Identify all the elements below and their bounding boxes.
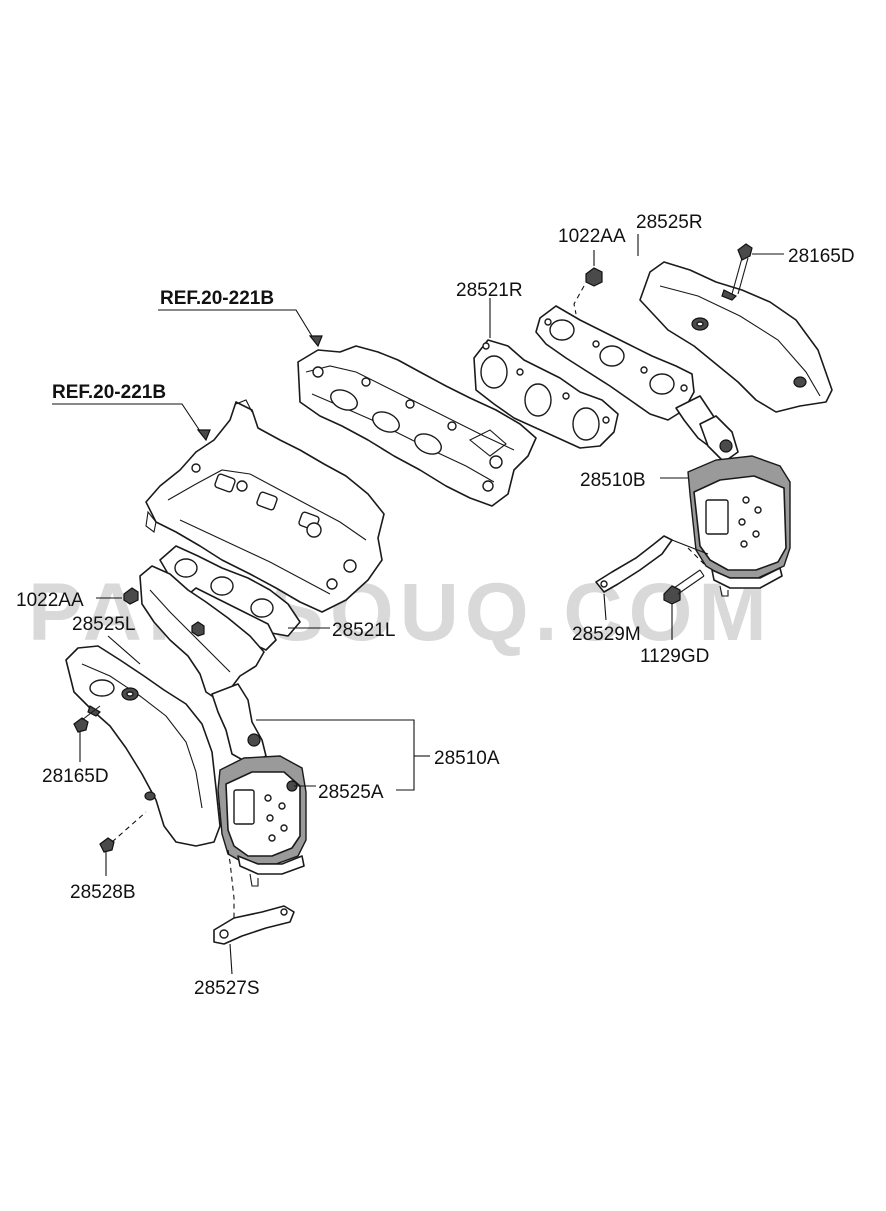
nut-left-1022aa xyxy=(123,587,139,605)
heat-shield-left xyxy=(65,645,221,847)
bolt-left-28165d xyxy=(73,705,101,733)
nut-right-1022aa xyxy=(585,267,603,287)
label-28510b: 28510B xyxy=(580,470,646,491)
label-28521r: 28521R xyxy=(456,280,523,301)
label-1022aa-right: 1022AA xyxy=(558,226,626,247)
ref-label-lower: REF.20-221B xyxy=(52,382,166,403)
label-28165d-right: 28165D xyxy=(788,246,855,267)
cylinder-head-right xyxy=(297,345,537,507)
catalytic-converter-right xyxy=(687,415,791,597)
bolt-28528b xyxy=(99,811,147,853)
bracket-left xyxy=(213,905,295,945)
label-28525r: 28525R xyxy=(636,212,703,233)
label-28525a: 28525A xyxy=(318,782,384,803)
ref-label-upper: REF.20-221B xyxy=(160,288,274,309)
cylinder-head-left xyxy=(145,399,385,613)
bolt-right-28165d xyxy=(731,243,753,295)
bolt-1129gd xyxy=(663,569,705,605)
nut-left-small xyxy=(191,621,205,637)
catalytic-converter-left xyxy=(211,683,307,887)
label-1129gd: 1129GD xyxy=(640,646,709,667)
label-28525l: 28525L xyxy=(72,614,135,635)
label-28521l: 28521L xyxy=(332,620,395,641)
label-1022aa-left: 1022AA xyxy=(16,590,84,611)
leader-lines xyxy=(52,234,784,975)
heat-shield-right xyxy=(639,261,833,413)
bracket-right xyxy=(595,535,709,593)
label-28510a: 28510A xyxy=(434,748,500,769)
label-28527s: 28527S xyxy=(194,978,260,999)
label-28529m: 28529M xyxy=(572,624,641,645)
label-28165d-left: 28165D xyxy=(42,766,109,787)
label-28528b: 28528B xyxy=(70,882,136,903)
gasket-right xyxy=(473,339,619,449)
